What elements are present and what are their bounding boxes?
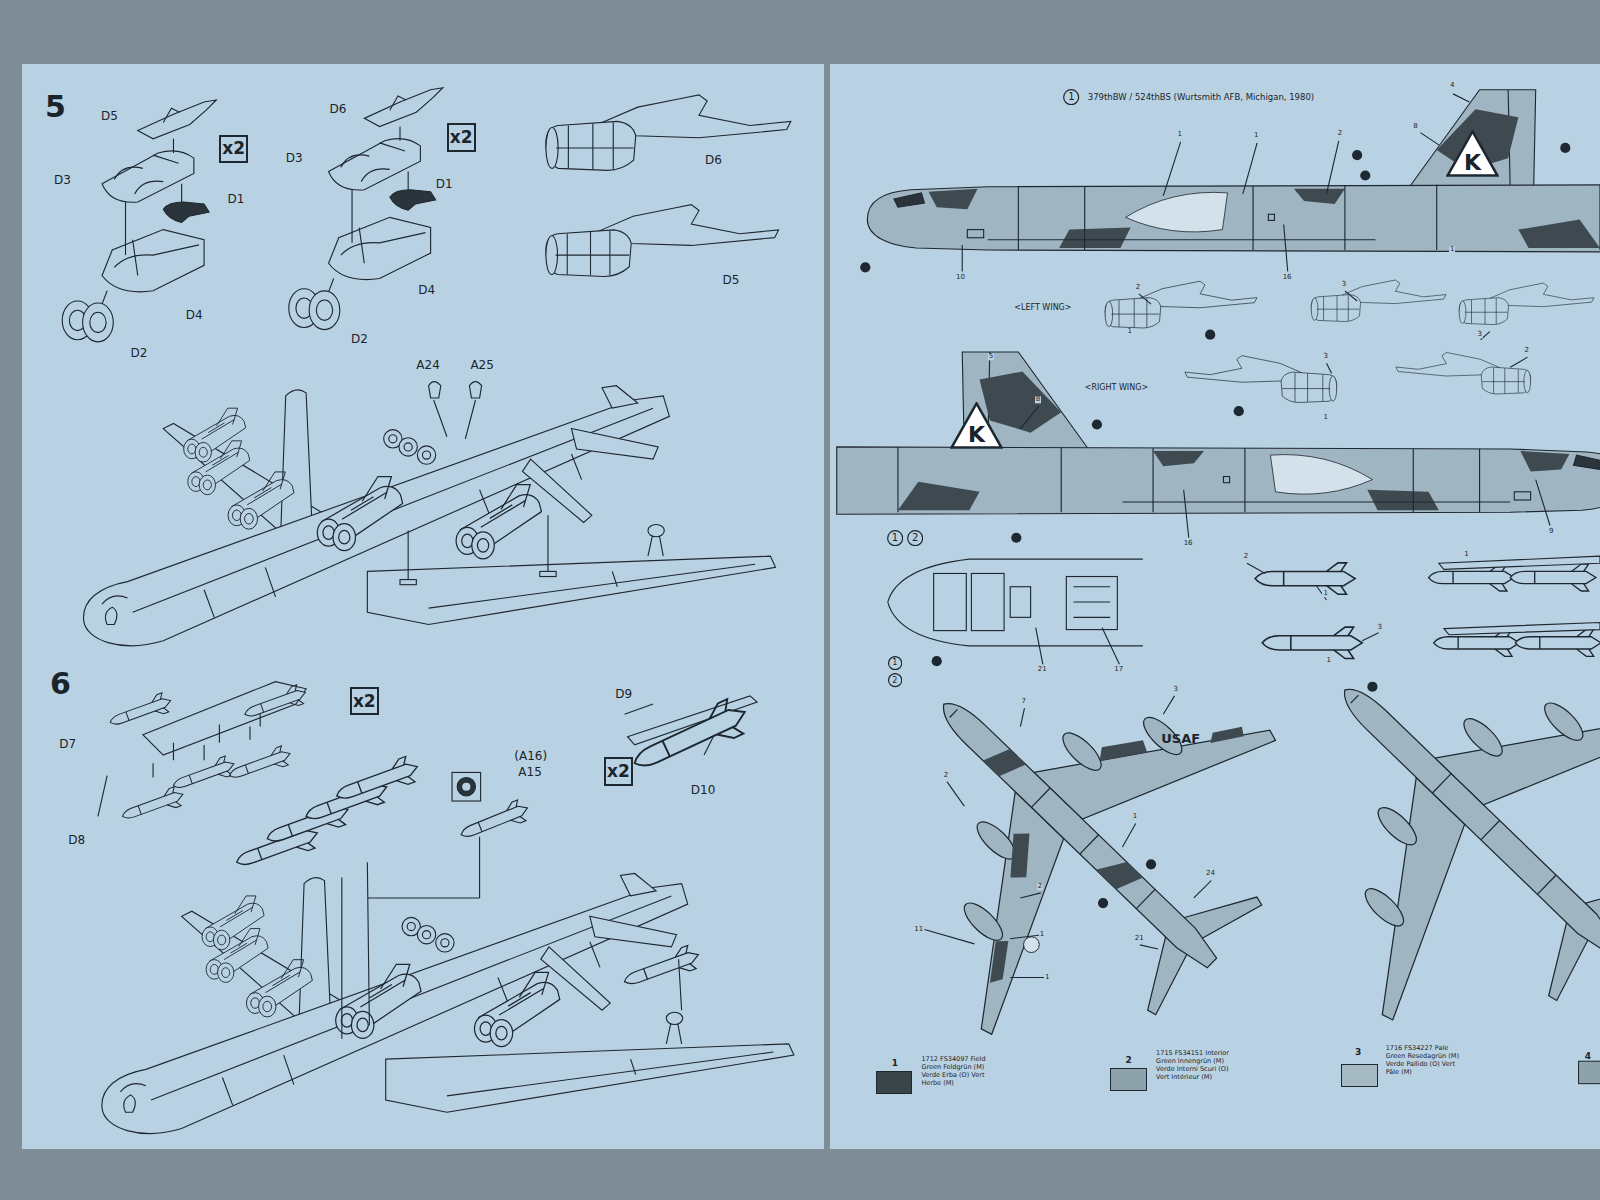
callout-number: 2 <box>1523 347 1529 354</box>
part-label: A15 <box>517 766 542 779</box>
quantity-box: x2 <box>447 123 476 152</box>
part-label: D3 <box>285 152 304 165</box>
callout-number: 10 <box>955 274 966 281</box>
callout-number: 1 <box>1463 551 1469 558</box>
step-number: 5 <box>45 91 66 123</box>
scheme-number-text: 1 <box>892 533 898 543</box>
callout-number: 21 <box>1037 667 1048 674</box>
part-label: (A16) <box>513 750 548 763</box>
callout-number: 8 <box>1035 396 1041 403</box>
callout-number: 2 <box>1135 284 1141 291</box>
scheme-number-text: 2 <box>892 677 897 685</box>
callout-number: 16 <box>1183 540 1194 547</box>
callout-number: 1 <box>1322 590 1328 597</box>
callout-number: 1 <box>1253 132 1259 139</box>
callout-number: 3 <box>1172 686 1178 693</box>
part-label: D6 <box>329 103 348 116</box>
view-label: <LEFT WING> <box>1013 304 1072 312</box>
step-number: 6 <box>50 668 71 700</box>
quantity-mark: x2 <box>607 763 630 780</box>
part-label: D3 <box>53 173 72 186</box>
callout-number: 3 <box>1377 624 1383 631</box>
callout-number: 2 <box>1337 130 1343 137</box>
legend-number: 3 <box>1355 1048 1361 1057</box>
callout-number: 1 <box>1177 131 1183 138</box>
part-label: D10 <box>690 783 717 796</box>
part-label: D4 <box>185 309 204 322</box>
part-label: D1 <box>227 193 246 206</box>
callout-number: 3 <box>1322 353 1328 360</box>
color-swatch <box>1341 1064 1378 1086</box>
callout-number: 9 <box>1548 528 1554 535</box>
callout-number: 5 <box>988 353 994 360</box>
part-label: D8 <box>67 833 86 846</box>
color-swatch <box>1110 1068 1147 1090</box>
left-page <box>22 64 824 1149</box>
quantity-box: x2 <box>604 757 633 786</box>
callout-number: 2 <box>1243 553 1249 560</box>
part-label: D2 <box>350 332 369 345</box>
part-label: D2 <box>130 347 149 360</box>
legend-number: 2 <box>1126 1057 1132 1066</box>
callout-number: 1 <box>1322 415 1328 422</box>
legend-number: 4 <box>1585 1052 1591 1061</box>
wing-marking: USAF <box>1161 732 1200 746</box>
tail-code-triangle: K <box>1446 130 1499 177</box>
scheme-number: 2 <box>888 673 902 687</box>
scheme-number-text: 1 <box>892 659 897 667</box>
callout-number: 3 <box>1477 331 1483 338</box>
callout-number: 1 <box>1449 246 1455 253</box>
part-label: A24 <box>415 359 440 372</box>
view-label: <RIGHT WING> <box>1084 384 1149 392</box>
scheme-number: 1 <box>887 530 903 546</box>
color-name: 1716 FS34227 Pale Green Resedagrün (M) V… <box>1386 1044 1464 1076</box>
tail-code-triangle: K <box>950 402 1003 449</box>
callout-number: 11 <box>913 926 924 933</box>
callout-number: 1 <box>1127 328 1133 335</box>
scheme-number: 2 <box>907 530 923 546</box>
quantity-mark: x2 <box>353 693 376 710</box>
tail-code: K <box>1464 152 1481 177</box>
color-name: 1712 FS34097 Field Green Feldgrün (M) Ve… <box>921 1055 999 1087</box>
part-label: A25 <box>469 359 494 372</box>
callout-number: 3 <box>1341 281 1347 288</box>
callout-number: 2 <box>1037 883 1043 890</box>
callout-number: 2 <box>943 772 949 779</box>
callout-number: 7 <box>1020 698 1026 705</box>
part-label: D9 <box>614 688 633 701</box>
scheme-number: 1 <box>888 656 902 670</box>
tail-code: K <box>968 424 985 449</box>
legend-number: 1 <box>892 1060 898 1069</box>
callout-number: 4 <box>1449 82 1455 89</box>
part-label: D5 <box>721 273 740 286</box>
scheme-title: 379thBW / 524thBS (Wurtsmith AFB, Michig… <box>1087 92 1315 101</box>
part-label: D5 <box>100 110 119 123</box>
part-label: D6 <box>704 154 723 167</box>
quantity-mark: x2 <box>450 129 473 146</box>
part-label: D7 <box>58 738 77 751</box>
part-label: D4 <box>417 283 436 296</box>
callout-number: 1 <box>1044 974 1050 981</box>
callout-number: 8 <box>1412 123 1418 130</box>
color-name: 1715 FS34151 Interior Green Innengrün (M… <box>1156 1049 1234 1081</box>
scheme-number: 1 <box>1063 89 1079 105</box>
callout-number: 21 <box>1134 935 1145 942</box>
callout-number: 17 <box>1113 667 1124 674</box>
scheme-number-text: 2 <box>912 533 918 543</box>
quantity-box: x2 <box>350 687 379 716</box>
scheme-number-text: 1 <box>1068 92 1074 102</box>
callout-number: 24 <box>1205 871 1216 878</box>
color-swatch <box>876 1071 913 1093</box>
part-label: D1 <box>435 177 454 190</box>
callout-number: 1 <box>1039 931 1045 938</box>
callout-number: 16 <box>1282 274 1293 281</box>
quantity-mark: x2 <box>222 140 245 157</box>
callout-number: 1 <box>1132 814 1138 821</box>
quantity-box: x2 <box>219 135 248 164</box>
callout-number: 1 <box>1326 658 1332 665</box>
